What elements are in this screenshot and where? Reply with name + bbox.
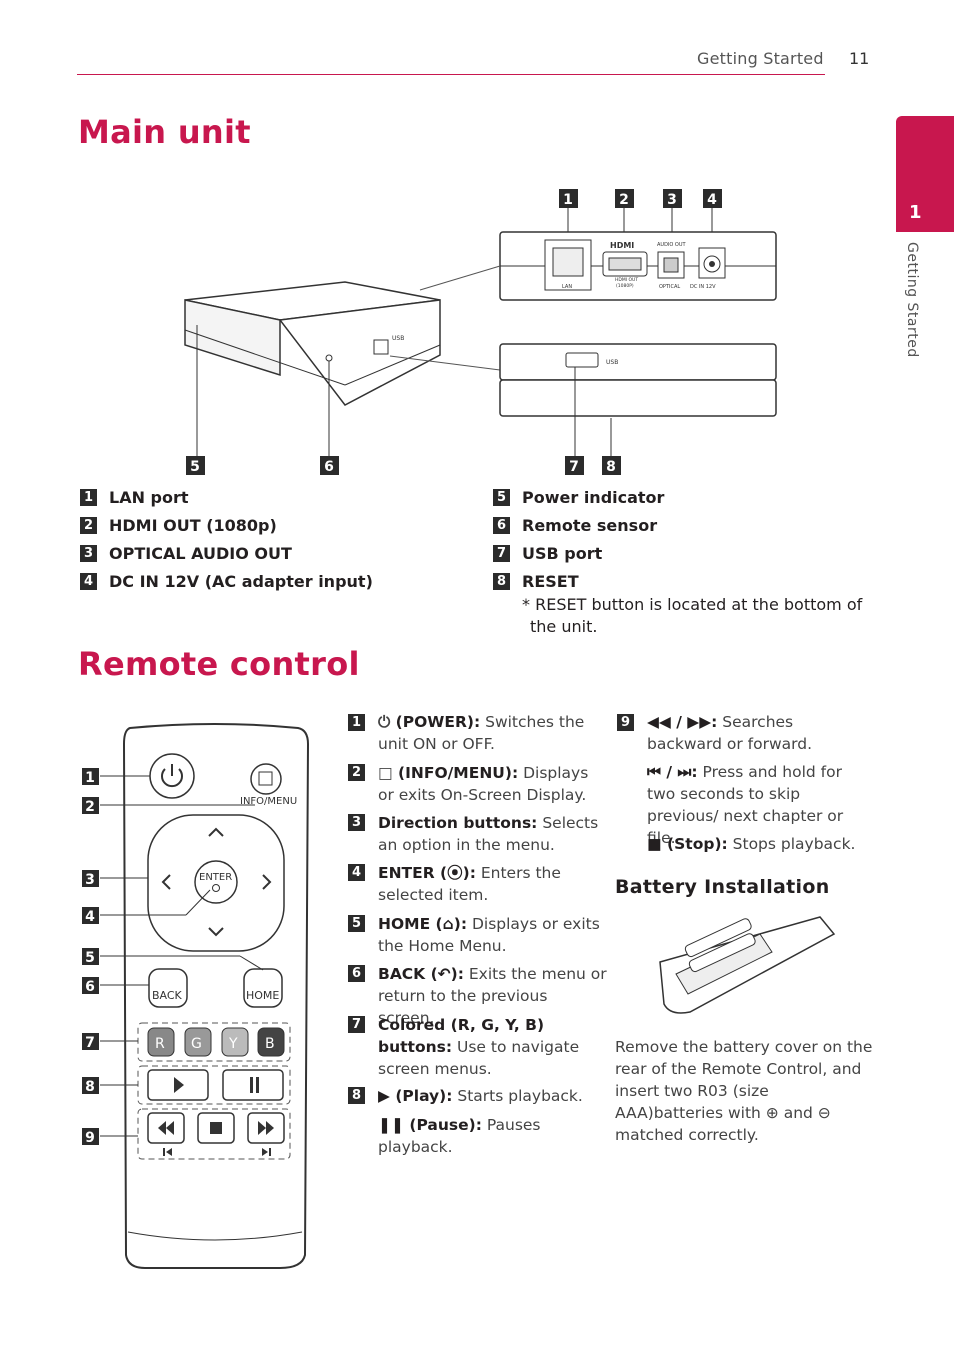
svg-text:6: 6 <box>85 979 95 995</box>
item-num: 1 <box>80 489 97 506</box>
remote-item-info: □ (INFO/MENU): Displays or exits On-Scre… <box>378 764 589 804</box>
item-num: 8 <box>493 573 510 590</box>
item-num: 5 <box>493 489 510 506</box>
remote-item-num: 2 <box>348 764 365 781</box>
svg-text:8: 8 <box>85 1079 95 1095</box>
svg-text:Y: Y <box>228 1036 238 1052</box>
chapter-label: Getting Started <box>904 242 920 358</box>
info-menu-label: INFO/MENU <box>240 796 297 807</box>
remote-item-num: 6 <box>348 965 365 982</box>
item-label: OPTICAL AUDIO OUT <box>109 544 292 563</box>
remote-item-direction: Direction buttons: Selects an option in … <box>378 814 599 854</box>
remote-item-num: 9 <box>617 714 634 731</box>
svg-text:7: 7 <box>569 459 579 475</box>
item-label: Power indicator <box>522 488 665 507</box>
power-icon: ⏻ <box>378 713 391 731</box>
home-label: HOME <box>246 989 279 1002</box>
chapter-number: 1 <box>909 202 922 223</box>
remote-item-num: 1 <box>348 714 365 731</box>
item-label: LAN port <box>109 488 189 507</box>
remote-item-play: ▶ (Play): Starts playback. <box>378 1087 583 1105</box>
svg-text:6: 6 <box>324 459 334 475</box>
chapter-tab <box>896 116 954 232</box>
remote-item-skip: ⏮ / ⏭: Press and hold for two seconds to… <box>647 763 844 847</box>
page-number: 11 <box>849 49 870 68</box>
remote-title: Remote control <box>78 645 360 683</box>
info-icon: □ <box>378 764 393 782</box>
item-label: HDMI OUT (1080p) <box>109 516 277 535</box>
svg-text:4: 4 <box>85 909 95 925</box>
back-label: BACK <box>152 989 183 1002</box>
remote-item-power: ⏻ (POWER): Switches the unit ON or OFF. <box>378 713 585 753</box>
item-label: Remote sensor <box>522 516 658 535</box>
svg-text:DC IN 12V: DC IN 12V <box>690 284 716 290</box>
item-label: USB port <box>522 544 603 563</box>
main-unit-illustration: 1 2 3 4 LAN HDMI HDMI OUT (1080P) AUDIO … <box>184 189 777 475</box>
svg-text:4: 4 <box>707 192 717 208</box>
callout-numbers-top: 1 2 3 4 <box>559 189 722 208</box>
svg-text:2: 2 <box>619 192 629 208</box>
main-unit-title: Main unit <box>78 113 251 151</box>
svg-text:B: B <box>265 1036 275 1052</box>
item-num: 2 <box>80 517 97 534</box>
svg-text:1: 1 <box>85 770 95 786</box>
svg-text:7: 7 <box>85 1035 95 1051</box>
battery-title: Battery Installation <box>615 876 830 898</box>
remote-illustration: INFO/MENU ENTER BACK HOME R G Y B 1 2 3 … <box>82 723 310 1269</box>
item-label: RESET <box>522 572 579 591</box>
remote-item-num: 4 <box>348 864 365 881</box>
header-rule <box>77 74 825 75</box>
item-label: DC IN 12V (AC adapter input) <box>109 572 373 591</box>
remote-item-pause: ❚❚ (Pause): Pauses playback. <box>378 1116 541 1156</box>
remote-item-num: 7 <box>348 1016 365 1033</box>
remote-item-search: ◀◀ / ▶▶: Searches backward or forward. <box>647 713 813 753</box>
svg-text:2: 2 <box>85 799 95 815</box>
svg-text:HDMI: HDMI <box>610 241 634 250</box>
reset-note: * RESET button is located at the bottom … <box>522 595 863 614</box>
svg-text:HDMI OUT: HDMI OUT <box>615 277 638 283</box>
svg-text:USB: USB <box>606 359 618 366</box>
item-num: 6 <box>493 517 510 534</box>
remote-item-num: 5 <box>348 915 365 932</box>
svg-text:R: R <box>155 1036 165 1052</box>
remote-item-stop: ■ (Stop): Stops playback. <box>647 835 856 853</box>
svg-text:5: 5 <box>85 950 95 966</box>
svg-text:1: 1 <box>563 192 573 208</box>
remote-item-num: 8 <box>348 1087 365 1104</box>
battery-illustration <box>659 916 836 1014</box>
svg-text:3: 3 <box>667 192 677 208</box>
item-num: 3 <box>80 545 97 562</box>
battery-text: Remove the battery cover on the rear of … <box>615 1038 873 1144</box>
enter-label: ENTER <box>199 872 232 883</box>
svg-text:3: 3 <box>85 872 95 888</box>
svg-text:LAN: LAN <box>562 284 572 290</box>
remote-item-home: HOME (⌂): Displays or exits the Home Men… <box>378 915 600 955</box>
callout-numbers-bottom: 5 6 7 8 <box>186 456 621 475</box>
running-header: Getting Started <box>697 49 824 68</box>
remote-item-enter: ENTER (⦿): Enters the selected item. <box>378 864 561 904</box>
svg-text:G: G <box>191 1036 202 1052</box>
svg-text:(1080P): (1080P) <box>616 283 634 289</box>
svg-text:USB: USB <box>392 335 404 342</box>
remote-item-colored: Colored (R, G, Y, B) buttons: Use to nav… <box>378 1016 580 1078</box>
svg-text:OPTICAL: OPTICAL <box>659 284 680 290</box>
svg-text:5: 5 <box>190 459 200 475</box>
remote-item-back: BACK (↶): Exits the menu or return to th… <box>378 965 607 1027</box>
svg-text:9: 9 <box>85 1130 95 1146</box>
svg-text:8: 8 <box>606 459 616 475</box>
reset-note-cont: the unit. <box>530 617 598 636</box>
remote-item-num: 3 <box>348 814 365 831</box>
item-num: 4 <box>80 573 97 590</box>
item-num: 7 <box>493 545 510 562</box>
svg-text:AUDIO OUT: AUDIO OUT <box>657 242 687 248</box>
